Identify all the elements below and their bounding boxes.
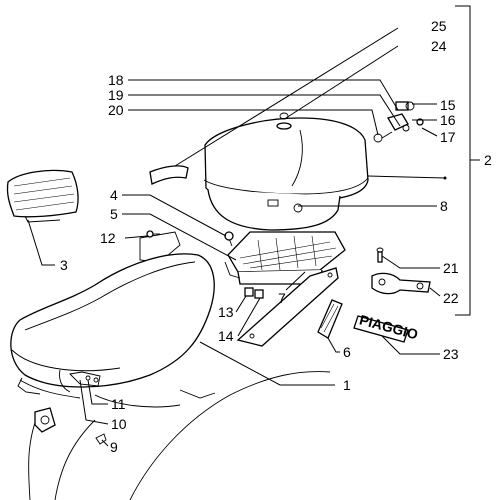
callout-20: 20 (108, 102, 124, 118)
callout-23: 23 (443, 346, 459, 362)
luggage-rack (224, 231, 346, 285)
callout-11: 11 (111, 396, 126, 412)
callout-13: 13 (218, 304, 234, 320)
callout-3: 3 (60, 257, 68, 273)
callout-4: 4 (110, 187, 118, 203)
piaggio-badge: PIAGGIO (353, 311, 420, 343)
callout-8: 8 (440, 198, 448, 214)
callout-17: 17 (440, 129, 456, 145)
callout-22: 22 (443, 290, 459, 306)
callout-6: 6 (343, 344, 351, 360)
screw-pin (146, 230, 160, 238)
seat-hinge-assembly (17, 371, 107, 445)
callout-9: 9 (110, 439, 118, 455)
callout-19: 19 (108, 87, 124, 103)
lock-assembly (373, 101, 424, 143)
leader-lines (27, 5, 480, 447)
bolt-and-plate (371, 247, 431, 295)
callout-24: 24 (431, 38, 447, 54)
seat (10, 253, 215, 393)
side-pad (317, 299, 343, 339)
callout-10: 10 (111, 416, 127, 432)
callout-21: 21 (443, 260, 459, 276)
callout-2: 2 (484, 152, 492, 168)
callout-15: 15 (440, 97, 456, 113)
callout-18: 18 (108, 72, 124, 88)
callout-14: 14 (218, 328, 234, 344)
rack-screws (244, 287, 264, 299)
callout-12: 12 (100, 230, 116, 246)
callout-7: 7 (278, 290, 286, 306)
document-pouch (6, 169, 79, 223)
top-case (203, 112, 369, 231)
rack-support-bracket (236, 267, 339, 347)
reflector-strip (149, 165, 189, 185)
callout-16: 16 (440, 112, 456, 128)
callout-labels: 25 24 18 19 20 15 16 17 2 8 4 5 12 3 21 … (60, 18, 492, 455)
callout-5: 5 (110, 206, 118, 222)
callout-1: 1 (343, 377, 351, 393)
callout-25: 25 (431, 18, 447, 34)
